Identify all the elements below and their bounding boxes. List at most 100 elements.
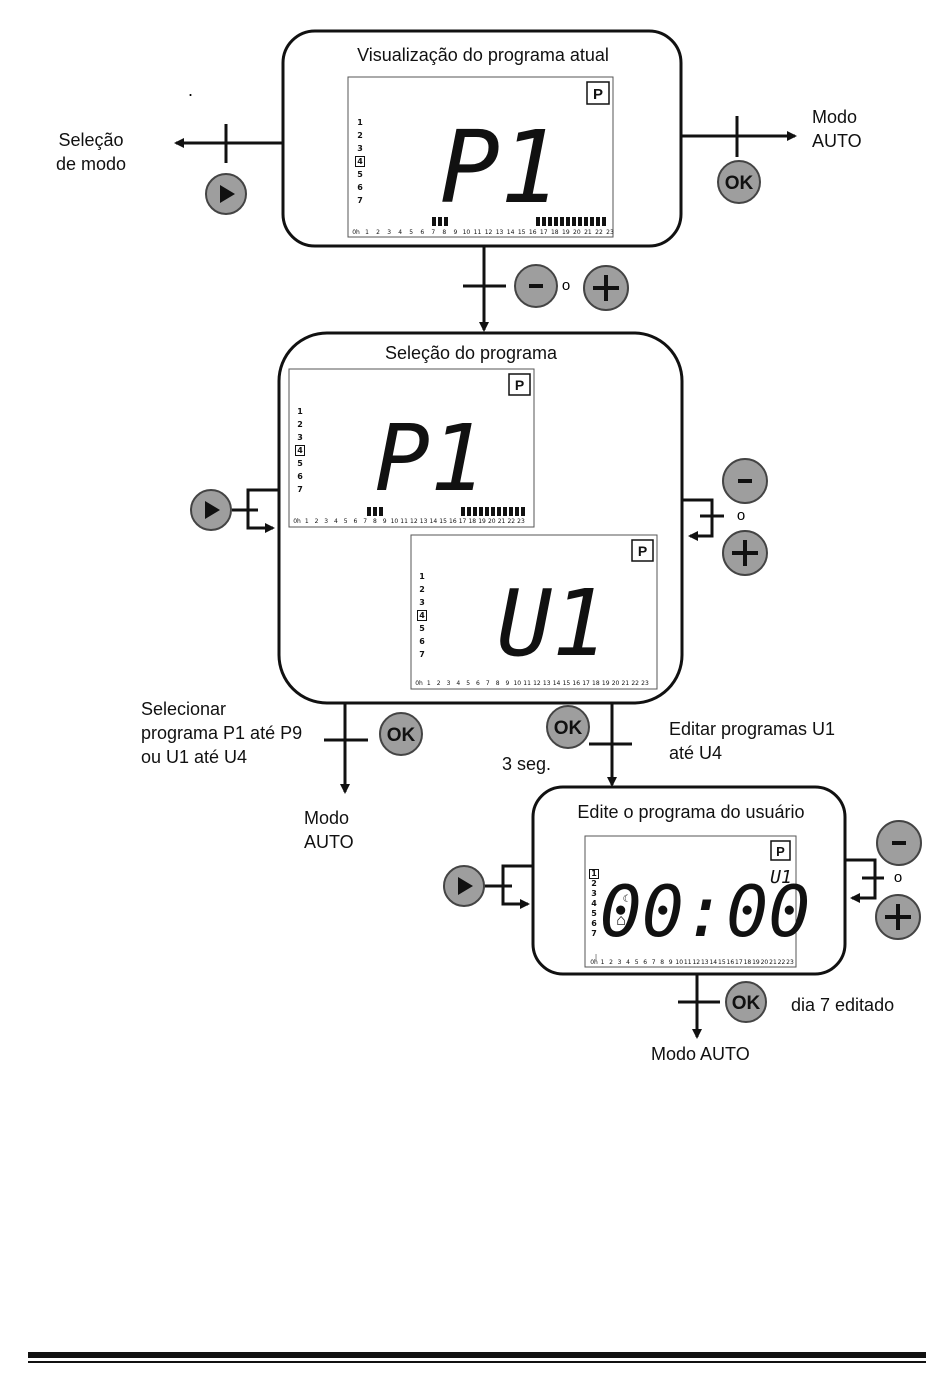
hour-label: 11 xyxy=(684,959,692,966)
arrow-mode-select xyxy=(174,124,283,163)
plus-button-top[interactable] xyxy=(583,265,629,311)
hour-label: 9 xyxy=(506,680,510,687)
hour-label: 0h xyxy=(293,518,301,525)
ok-button-edit[interactable]: OK xyxy=(546,705,590,749)
hour-label: 18 xyxy=(744,959,752,966)
day-label: 2 xyxy=(357,131,363,140)
hour-label: 2 xyxy=(437,680,441,687)
hour-label: 16 xyxy=(529,229,537,236)
arrow-auto-left xyxy=(324,703,368,794)
day-label: 4 xyxy=(591,899,597,908)
label-day7-edited: dia 7 editado xyxy=(791,995,895,1015)
day-label: 2 xyxy=(297,420,303,429)
button-face xyxy=(717,160,761,204)
hour-label: 15 xyxy=(518,229,526,236)
panel-current-view: Visualização do programa atual P P1 1234… xyxy=(281,29,683,248)
hour-label: 10 xyxy=(675,959,683,966)
day-label: 4 xyxy=(419,611,425,620)
day-label: 1 xyxy=(357,118,363,127)
plus-button-user-edit[interactable] xyxy=(875,894,921,940)
play-button-mode-select[interactable] xyxy=(205,173,247,215)
hour-label: 16 xyxy=(727,959,735,966)
hour-label: 12 xyxy=(533,680,541,687)
selected-day-box xyxy=(589,869,599,879)
day-label: 3 xyxy=(297,433,303,442)
hour-label: 8 xyxy=(496,680,500,687)
user-program-display: U1 xyxy=(770,867,792,888)
label-select-program: Selecionar programa P1 até P9 ou U1 até … xyxy=(141,699,303,767)
minus-button-program-select[interactable] xyxy=(722,458,768,504)
plus-button-program-select[interactable] xyxy=(722,530,768,576)
hour-label: 23 xyxy=(606,229,614,236)
day-label: 2 xyxy=(419,585,425,594)
footer-rule xyxy=(28,1352,926,1363)
hour-label: 0h xyxy=(415,680,423,687)
panel-user-edit-title: Edite o programa do usuário xyxy=(577,802,804,822)
label-three-seconds: 3 seg. xyxy=(502,754,552,774)
hour-label: 23 xyxy=(786,959,794,966)
hour-label: 4 xyxy=(334,518,338,525)
home-icon: ⌂ xyxy=(616,912,626,929)
plus-icon xyxy=(593,275,619,301)
label-auto-mode-left: Modo AUTO xyxy=(304,808,354,852)
hour-label: 13 xyxy=(543,680,551,687)
hour-label: 1 xyxy=(305,518,309,525)
hour-label: 19 xyxy=(478,518,486,525)
hour-label: 5 xyxy=(466,680,470,687)
hour-label: 17 xyxy=(582,680,590,687)
hour-label: 20 xyxy=(488,518,496,525)
hour-label: 8 xyxy=(660,959,664,966)
ok-button-select[interactable]: OK xyxy=(379,712,423,756)
label-mode-select: Seleção de modo xyxy=(56,130,127,174)
hour-label: 1 xyxy=(427,680,431,687)
play-icon xyxy=(220,185,235,203)
mode-indicator-box xyxy=(586,81,610,105)
hour-label: 17 xyxy=(735,959,743,966)
day-label: 1 xyxy=(419,572,425,581)
minus-icon xyxy=(892,841,906,845)
day-label: 4 xyxy=(357,157,363,166)
arrow-auto-top xyxy=(681,116,797,157)
hour-label: 19 xyxy=(562,229,570,236)
hour-label: 12 xyxy=(692,959,700,966)
panel-program-select-title: Seleção do programa xyxy=(385,343,558,363)
hour-label: 4 xyxy=(398,229,402,236)
ok-button-bottom[interactable]: OK xyxy=(725,981,767,1023)
panel-current-view-title: Visualização do programa atual xyxy=(357,45,609,65)
program-bars xyxy=(367,507,525,516)
moon-icon: ☾ xyxy=(623,894,632,905)
day-label: 7 xyxy=(297,485,303,494)
day-label: 5 xyxy=(591,909,597,918)
program-display: P1 xyxy=(375,405,486,512)
hour-label: 9 xyxy=(453,229,457,236)
day-label: 6 xyxy=(591,919,597,928)
hour-label: 23 xyxy=(517,518,525,525)
day-label: 1 xyxy=(297,407,303,416)
hour-label: 17 xyxy=(459,518,467,525)
time-display: 00:00 xyxy=(600,871,811,953)
ok-button-top[interactable]: OK xyxy=(717,160,761,204)
day-label: 7 xyxy=(357,196,363,205)
hour-label: 16 xyxy=(449,518,457,525)
button-face xyxy=(379,712,423,756)
day-label: 3 xyxy=(357,144,363,153)
ok-label: OK xyxy=(387,725,416,746)
hour-label: 6 xyxy=(643,959,647,966)
minus-button-user-edit[interactable] xyxy=(876,820,922,866)
hour-label: 2 xyxy=(376,229,380,236)
hour-label: 21 xyxy=(622,680,630,687)
arrow-to-user-edit xyxy=(589,703,632,787)
hour-label: 7 xyxy=(431,229,435,236)
mode-indicator: P xyxy=(593,86,603,103)
minus-button-top[interactable] xyxy=(514,264,558,308)
play-button-user-edit[interactable] xyxy=(443,865,485,907)
hour-label: 4 xyxy=(456,680,460,687)
hour-label: 20 xyxy=(761,959,769,966)
arrow-to-program-select xyxy=(463,246,506,332)
mode-indicator: P xyxy=(515,377,524,393)
play-button-program-select[interactable] xyxy=(190,489,232,531)
hour-label: 6 xyxy=(420,229,424,236)
